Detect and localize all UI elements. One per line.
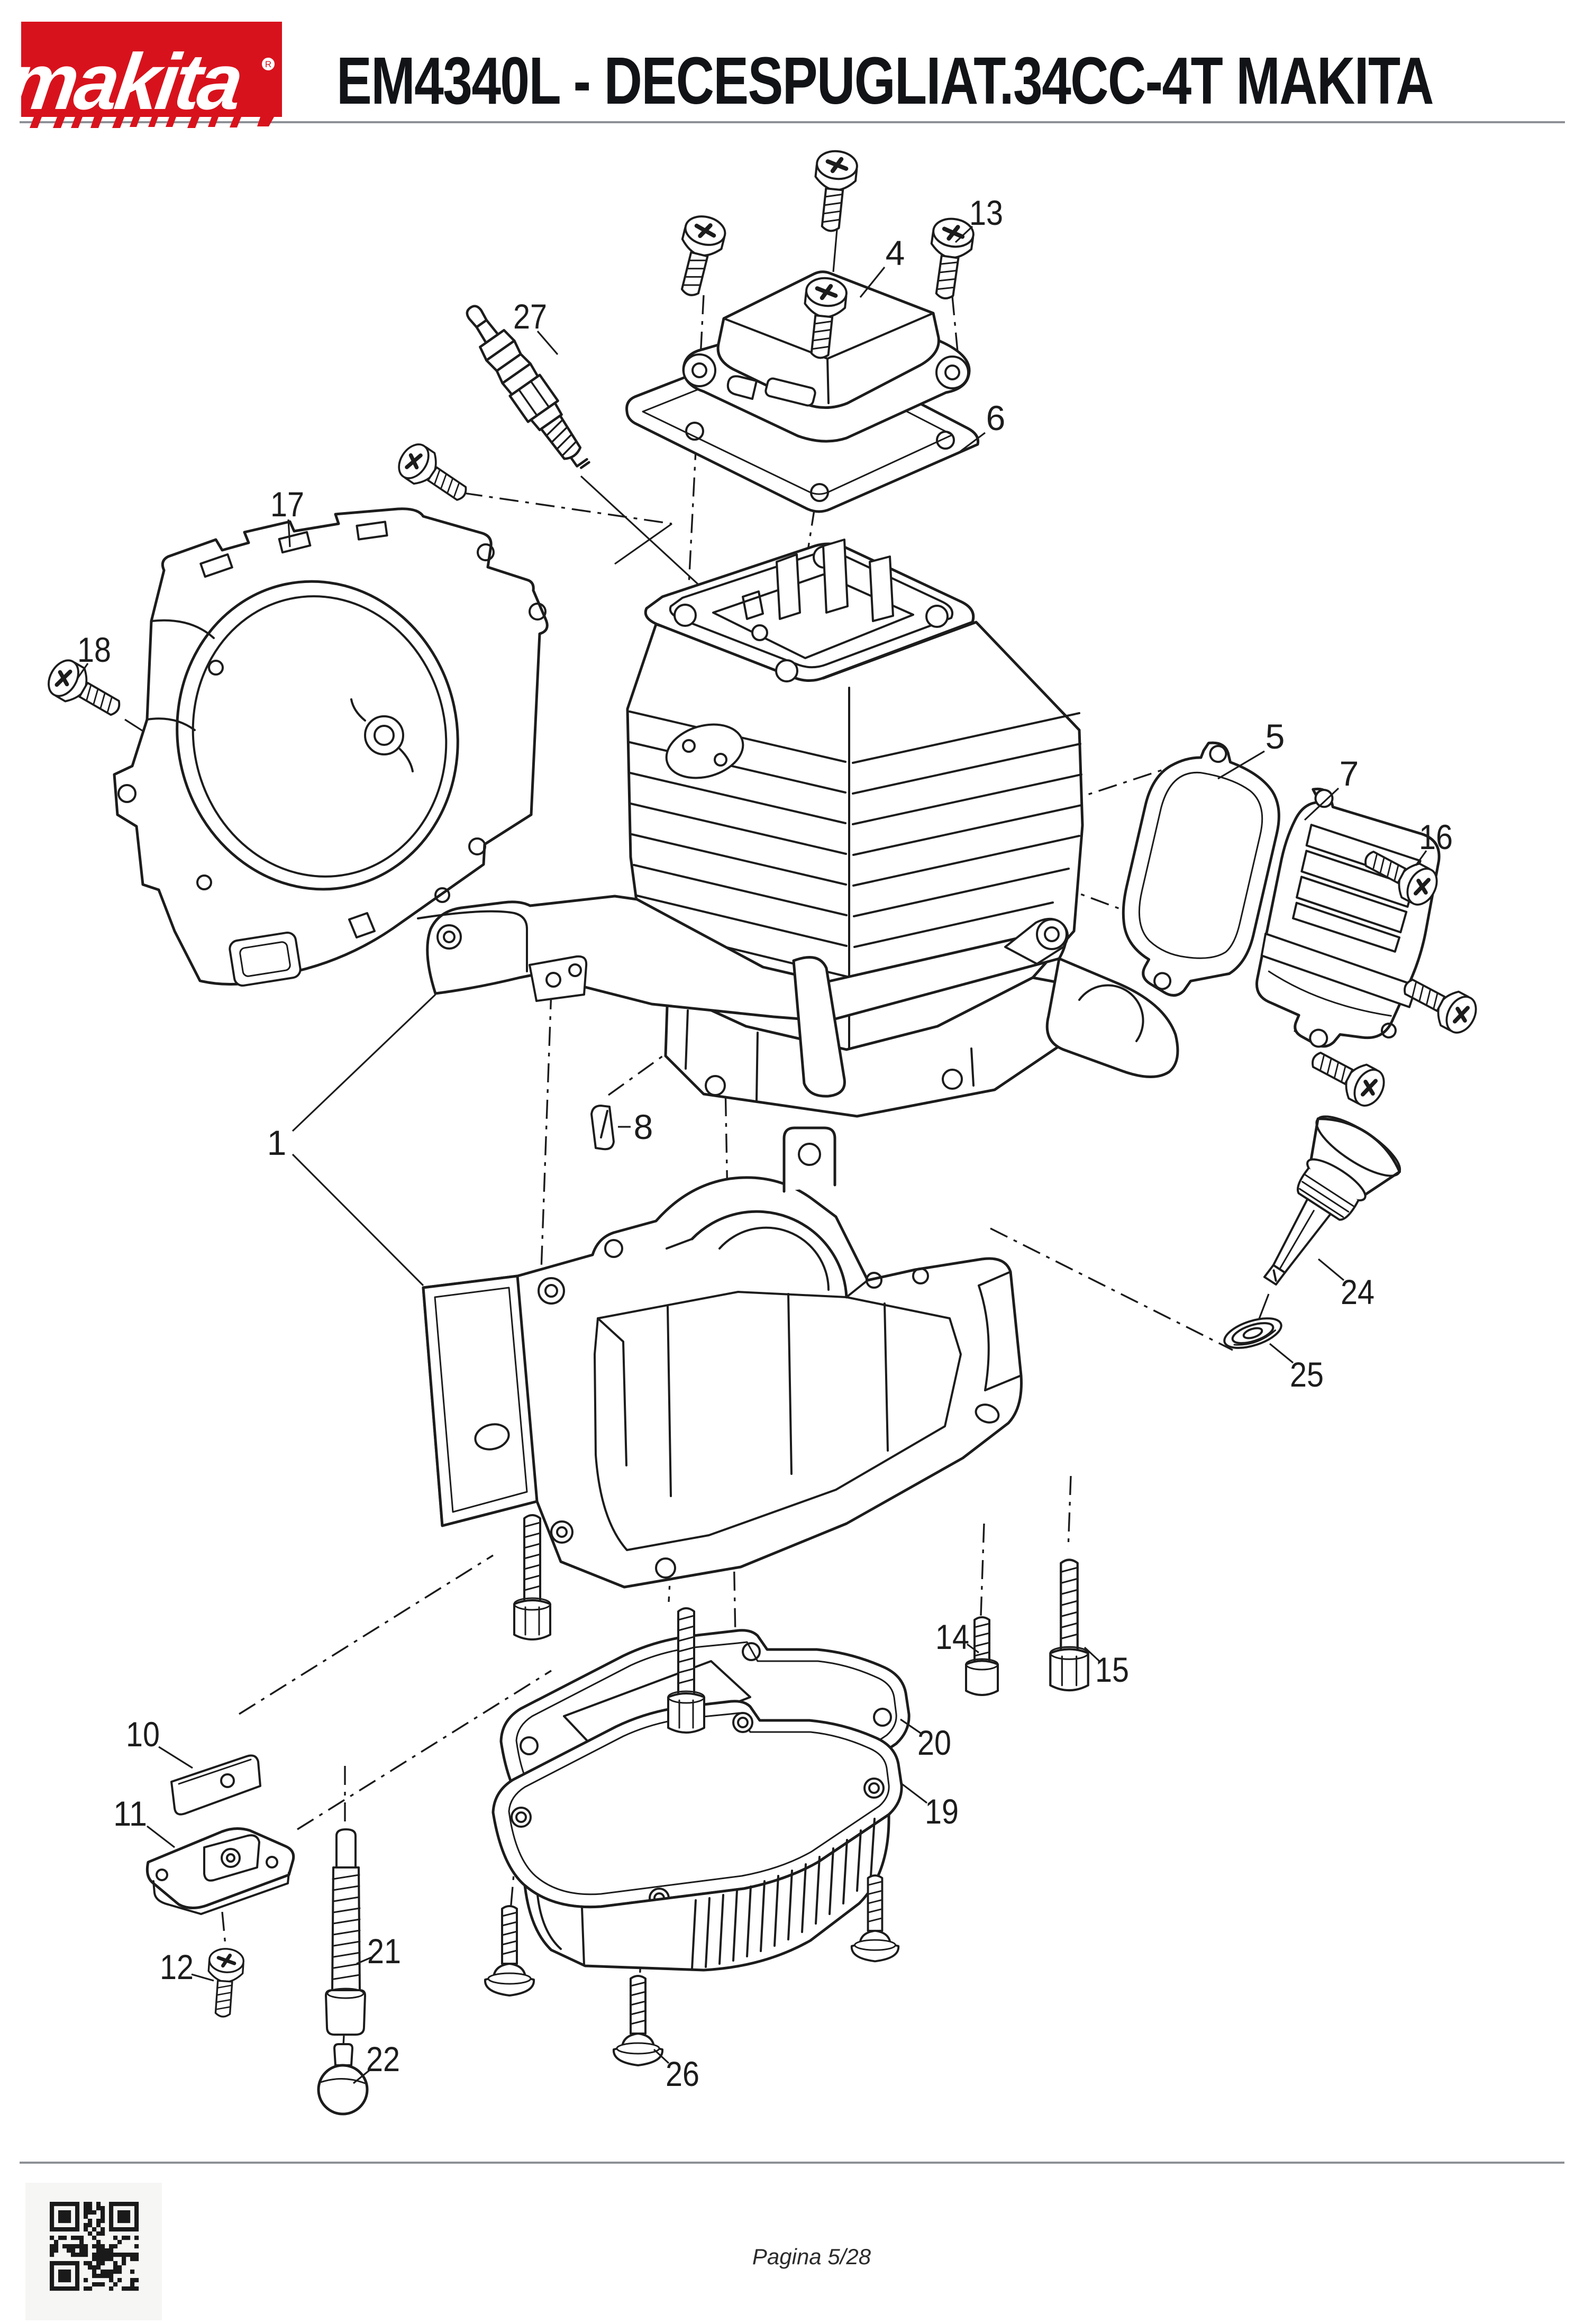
callout-leader-20 (900, 1718, 921, 1734)
filler-assembly-lines (990, 1227, 1270, 1351)
callout-leader-15 (1084, 1646, 1100, 1662)
part-number-18: 18 (77, 630, 111, 669)
header-divider (317, 121, 1565, 123)
callout-leader-22 (352, 2068, 371, 2084)
callout-leader-11 (147, 1825, 175, 1848)
callout-leader-26 (653, 2048, 670, 2064)
part-number-10: 10 (126, 1715, 160, 1754)
fan-housing (113, 507, 549, 987)
part-number-14: 14 (935, 1617, 969, 1656)
logo-box (21, 22, 282, 117)
filler-washer (1223, 1317, 1282, 1349)
logo-registered-mark: R (265, 59, 271, 69)
part-number-7: 7 (1340, 754, 1359, 793)
callout-leader-1 (292, 1153, 424, 1287)
callout-leader-6 (959, 432, 986, 453)
callout-leader-24 (1317, 1258, 1345, 1281)
page-title: EM4340L - DECESPUGLIAT.34CC-4T MAKITA (336, 43, 1434, 118)
part-number-17: 17 (270, 485, 304, 524)
crankcase-lower (422, 1126, 1023, 1589)
part-number-6: 6 (986, 398, 1006, 438)
callout-leader-18 (76, 663, 89, 679)
part-number-8: 8 (634, 1107, 653, 1146)
part-number-12: 12 (160, 1947, 194, 1986)
qr-code (25, 2183, 162, 2320)
callout-leader-1 (292, 994, 436, 1132)
footer-divider (20, 2162, 1564, 2164)
part-number-16: 16 (1419, 817, 1453, 856)
part-number-11: 11 (113, 1794, 147, 1833)
part-number-13: 13 (969, 193, 1003, 232)
callout-leader-10 (158, 1746, 193, 1769)
mount-screw (205, 1948, 244, 2018)
part-number-20: 20 (917, 1723, 951, 1762)
callout-leader-5 (1217, 750, 1265, 780)
callout-leader-4 (859, 266, 886, 298)
callout-leader-7 (1304, 787, 1340, 821)
part-number-15: 15 (1095, 1650, 1129, 1689)
engine-mount (145, 1827, 295, 1915)
callout-leader-13 (954, 225, 973, 243)
part-number-21: 21 (367, 1931, 401, 1971)
makita-logo: makita R (3, 22, 317, 128)
callout-leader-17 (287, 519, 291, 548)
part-number-4: 4 (886, 233, 905, 272)
cylinder-block (626, 539, 1084, 1118)
part-number-5: 5 (1266, 717, 1285, 756)
oil-dipstick (1263, 1115, 1401, 1286)
callout-leader-21 (356, 1956, 372, 1965)
pin-part-8 (590, 1105, 615, 1151)
crankcase-upper (417, 895, 1179, 1098)
part-number-19: 19 (925, 1792, 959, 1831)
flex-bolt (325, 1828, 366, 2036)
callout-leader-12 (191, 1973, 214, 1982)
logo-wordmark: makita (3, 38, 247, 126)
callout-leader-27 (536, 330, 559, 356)
oil-sump (491, 1700, 903, 1972)
callout-leader-16 (1415, 850, 1427, 866)
page-number: Pagina 5/28 (752, 2244, 871, 2269)
breather-gasket (1122, 741, 1280, 997)
part-number-1: 1 (267, 1123, 287, 1162)
callout-leader-25 (1269, 1343, 1294, 1364)
part-number-22: 22 (366, 2039, 400, 2079)
part-number-27: 27 (513, 297, 547, 336)
part-number-26: 26 (666, 2054, 699, 2093)
clamp-plate (170, 1754, 261, 1816)
rocker-cover (682, 270, 971, 443)
callout-leader-14 (967, 1643, 979, 1654)
part-number-25: 25 (1290, 1355, 1324, 1394)
part-number-24: 24 (1341, 1272, 1374, 1311)
spark-plug (466, 305, 590, 469)
ball-stud (317, 2043, 369, 2116)
callout-leader-19 (900, 1782, 927, 1804)
logo-letter-tips (30, 117, 274, 128)
